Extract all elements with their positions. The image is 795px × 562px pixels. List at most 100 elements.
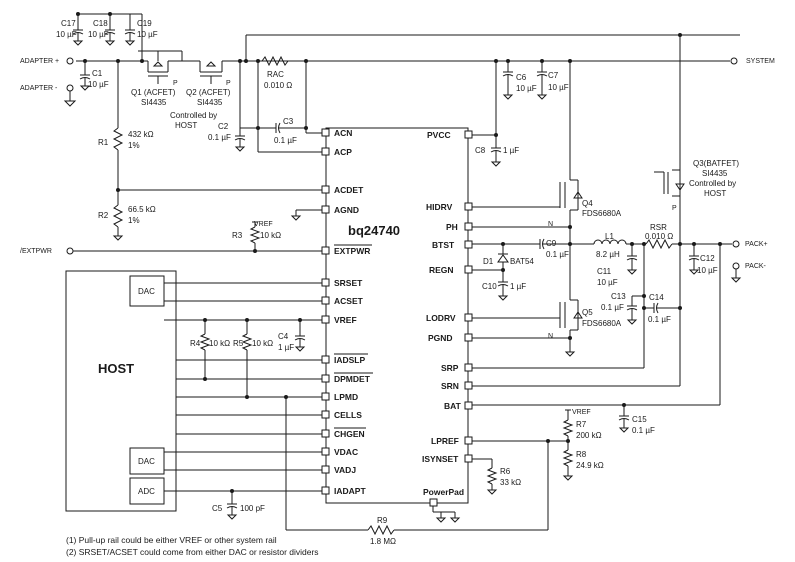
pin-iadslp: IADSLP: [334, 355, 366, 365]
q5-part: FDS6680A: [582, 319, 622, 328]
pack-plus-terminal: PACK+: [732, 240, 768, 248]
q3-p-mark: P: [672, 205, 677, 212]
r2-ref: R2: [98, 211, 109, 220]
r3-ref: R3: [232, 231, 243, 240]
pin-hidrv: HIDRV: [426, 202, 453, 212]
r7-ref: R7: [576, 420, 587, 429]
c10: C10 1 µF: [482, 270, 526, 301]
extpwr-label: /EXTPWR: [20, 248, 52, 255]
d1-part: BAT54: [510, 257, 534, 266]
d1-ref: D1: [483, 257, 494, 266]
c1: C1 10 µF: [79, 61, 109, 91]
c8-value: 1 µF: [503, 146, 519, 155]
c15: C15 0.1 µF: [618, 405, 655, 435]
q3-ref: Q3(BATFET): [693, 159, 739, 168]
c14-ref: C14: [649, 293, 664, 302]
c7-value: 10 µF: [548, 83, 569, 92]
q5-ref: Q5: [582, 308, 593, 317]
c3-ref: C3: [283, 117, 294, 126]
q2-p-mark: P: [226, 80, 231, 87]
r3: VREF R3 10 kΩ: [232, 221, 281, 251]
pack-plus-label: PACK+: [745, 241, 768, 248]
adapter-minus-label: ADAPTER -: [20, 85, 58, 92]
pin-extpwr: EXTPWR: [334, 246, 370, 256]
powerpad: PowerPad: [423, 487, 464, 523]
r5-ref: R5: [233, 339, 244, 348]
adapter-minus-terminal: ADAPTER -: [20, 84, 77, 107]
pin-ph: PH: [446, 222, 458, 232]
c4-ref: C4: [278, 332, 289, 341]
pin-pgnd: PGND: [428, 333, 453, 343]
c19: C19 10 µF: [124, 14, 158, 46]
c18-ref: C18: [93, 19, 108, 28]
q4-n-mark: N: [548, 221, 553, 228]
host-block: HOST DAC DAC ADC: [65, 270, 177, 512]
c1-value: 10 µF: [88, 80, 109, 89]
pin-acdet: ACDET: [334, 185, 364, 195]
pin-srp: SRP: [441, 363, 459, 373]
host-connections: [164, 282, 322, 492]
c5-ref: C5: [212, 504, 223, 513]
r3-vref-label: VREF: [254, 221, 273, 228]
c11-ref: C11: [597, 267, 612, 276]
c12-ref: C12: [700, 254, 715, 263]
q5-n-mark: N: [548, 333, 553, 340]
c12: C12 10 µF: [688, 244, 718, 275]
system-label: SYSTEM: [746, 58, 775, 65]
pin-bat: BAT: [444, 401, 462, 411]
c9: C9 0.1 µF: [472, 238, 570, 259]
r8: R8 24.9 kΩ: [562, 449, 604, 481]
powerpad-label: PowerPad: [423, 487, 464, 497]
r4: R4 10 kΩ: [190, 320, 230, 379]
r3-value: 10 kΩ: [260, 231, 281, 240]
pin-pvcc: PVCC: [427, 130, 451, 140]
c10-value: 1 µF: [510, 282, 526, 291]
q4-highside-fet: N Q4 FDS6680A: [472, 61, 622, 244]
r8-value: 24.9 kΩ: [576, 461, 604, 470]
acfet-host-label: HOST: [175, 121, 197, 130]
c9-value: 0.1 µF: [546, 250, 569, 259]
q5-lowside-fet: N Q5 FDS6680A: [472, 244, 622, 357]
c19-ref: C19: [137, 19, 152, 28]
c18-value: 10 µF: [88, 30, 109, 39]
c6-ref: C6: [516, 73, 527, 82]
note-2: (2) SRSET/ACSET could come from either D…: [66, 547, 319, 557]
c9-ref: C9: [546, 239, 557, 248]
q4-part: FDS6680A: [582, 209, 622, 218]
rsr-value: 0.010 Ω: [645, 232, 673, 241]
c3: C3 0.1 µF: [258, 117, 306, 145]
d1: D1 BAT54: [483, 244, 534, 270]
c7: C7 10 µF: [536, 61, 569, 100]
rsr: RSR 0.010 Ω: [645, 223, 673, 250]
pin-srn: SRN: [441, 381, 459, 391]
c10-ref: C10: [482, 282, 497, 291]
rac-value: 0.010 Ω: [264, 81, 292, 90]
pin-vadj: VADJ: [334, 465, 356, 475]
c1-ref: C1: [92, 69, 103, 78]
c13-ref: C13: [611, 292, 626, 301]
q3-host-control: Controlled by: [689, 179, 736, 188]
l1-value: 8.2 µH: [596, 250, 620, 259]
c2-value: 0.1 µF: [208, 133, 231, 142]
pin-acset: ACSET: [334, 296, 364, 306]
q1-acfet: P Q1 (ACFET) SI4435: [131, 51, 182, 107]
bq24740-chip: bq24740: [325, 127, 469, 504]
pack-minus-terminal: PACK-: [730, 262, 767, 283]
c11-value: 10 µF: [597, 278, 618, 287]
pin-acn: ACN: [334, 128, 352, 138]
c5: C5 100 pF: [212, 491, 265, 520]
footnotes: (1) Pull-up rail could be either VREF or…: [66, 535, 319, 557]
note-1: (1) Pull-up rail could be either VREF or…: [66, 535, 277, 545]
pin-srset: SRSET: [334, 278, 363, 288]
c6-value: 10 µF: [516, 84, 537, 93]
pin-acp: ACP: [334, 147, 352, 157]
q3-host-label: HOST: [704, 189, 726, 198]
r2: R2 66.5 kΩ 1%: [98, 190, 156, 241]
r5: R5 10 kΩ: [233, 320, 273, 397]
r6-ref: R6: [500, 467, 511, 476]
adapter-plus-terminal: ADAPTER +: [20, 57, 74, 65]
rsr-ref: RSR: [650, 223, 667, 232]
r9-ref: R9: [377, 516, 388, 525]
acfet-host-control: Controlled by: [170, 111, 217, 120]
